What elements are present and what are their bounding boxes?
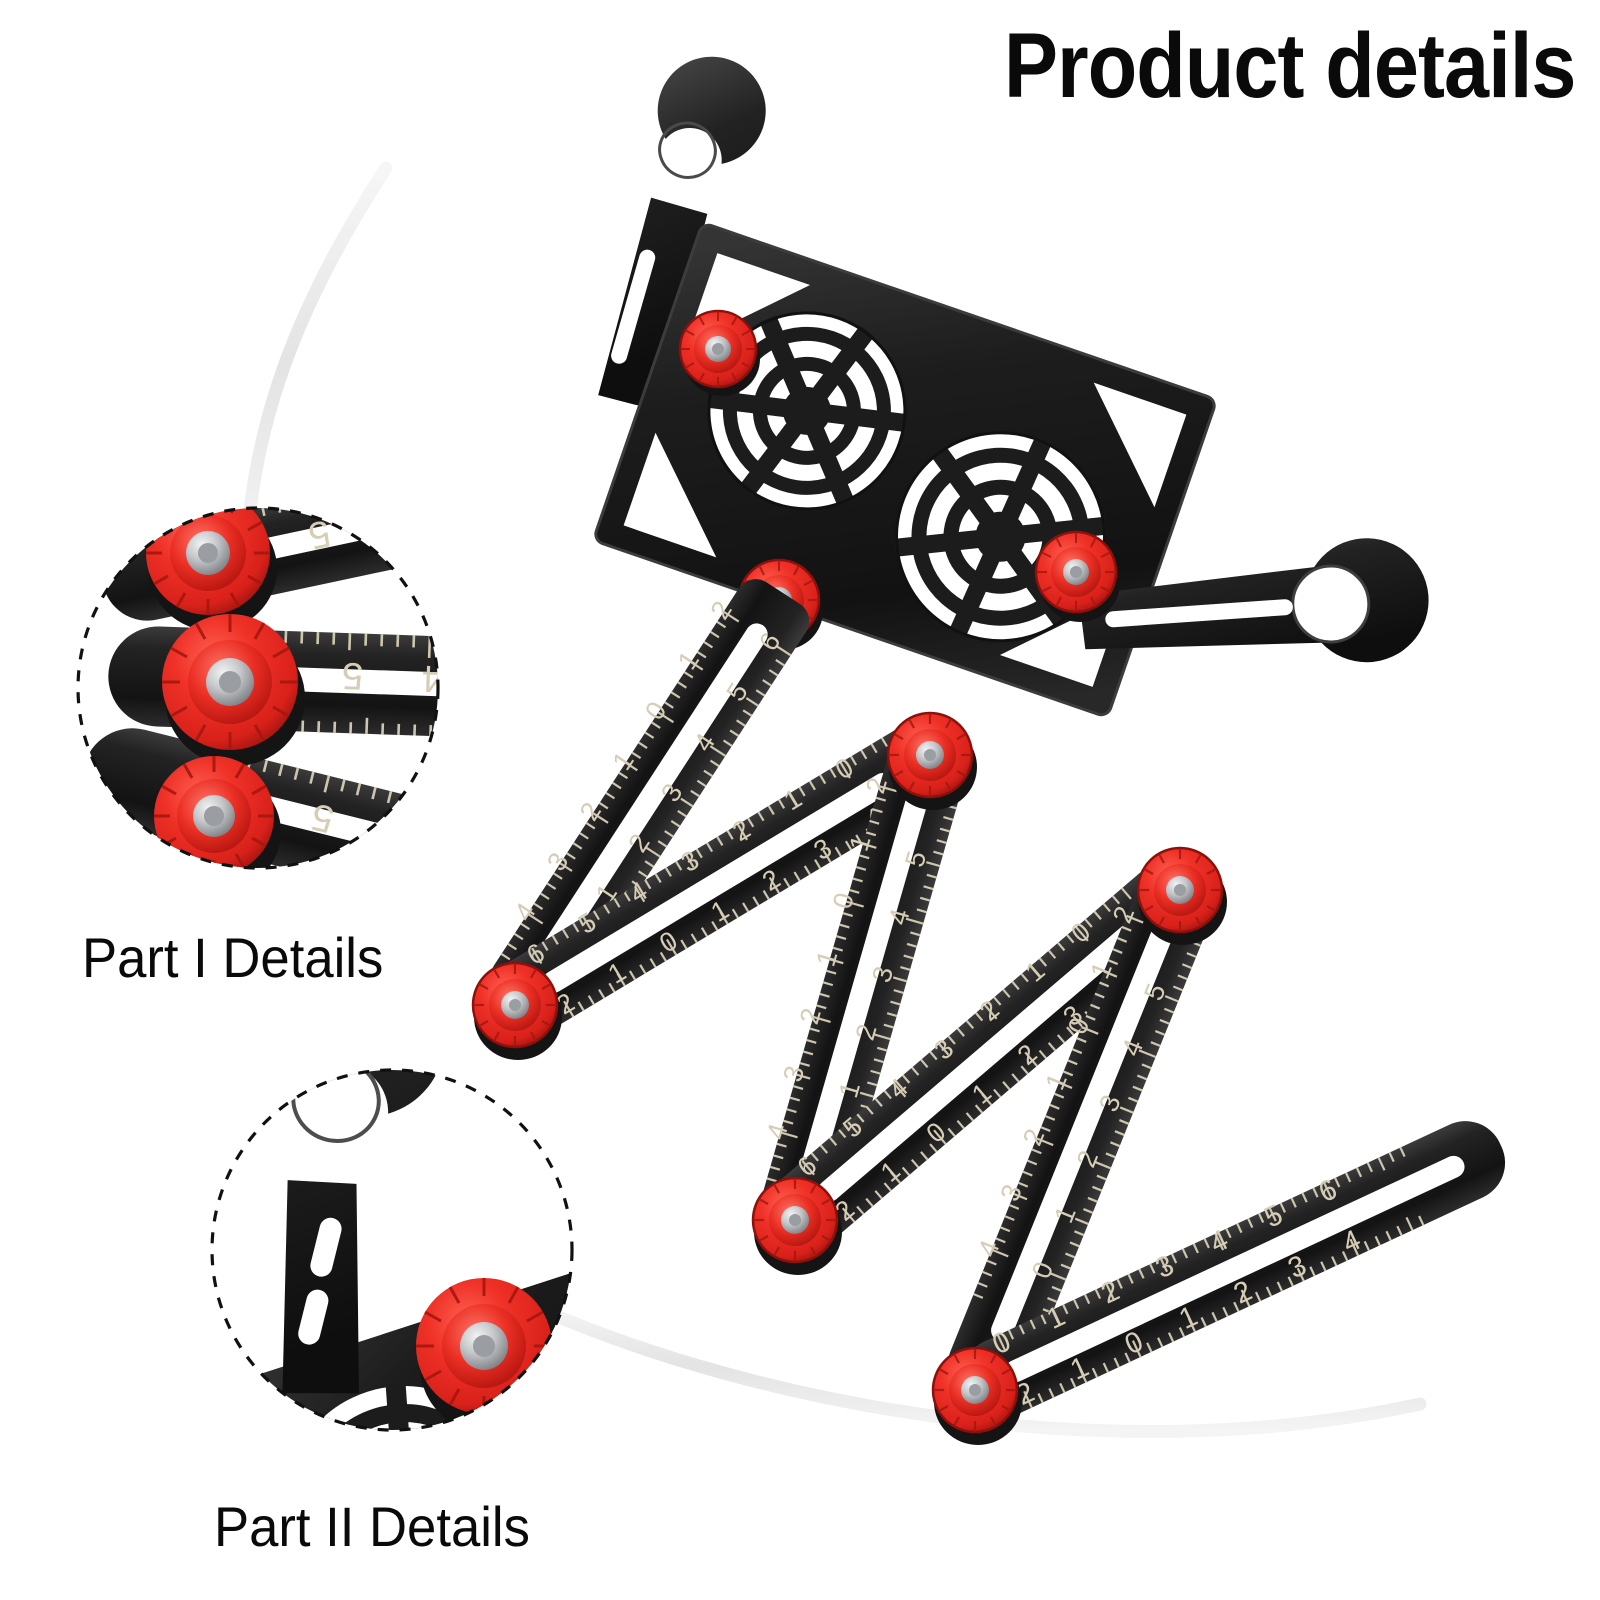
plate-corner-cutout-tr xyxy=(1093,382,1187,508)
svg-text:5: 5 xyxy=(341,654,364,697)
svg-text:2: 2 xyxy=(385,814,416,860)
knob-joint-bottom-middle[interactable] xyxy=(751,1176,842,1275)
ring-handle-top xyxy=(598,56,766,411)
page-title: Product details xyxy=(1004,15,1577,117)
arm-slot-right xyxy=(1105,599,1293,628)
ring-hole-top xyxy=(657,128,722,193)
knob-joint-top-middle[interactable] xyxy=(886,711,977,810)
knob-plate-right[interactable] xyxy=(1034,530,1120,622)
knob-joint-left-bottom[interactable] xyxy=(471,961,562,1060)
svg-text:2: 2 xyxy=(501,660,524,703)
part-2-caption: Part II Details xyxy=(214,1495,530,1558)
ruler-arm-3: 6 5 4 3 2 1 0 2 xyxy=(761,739,967,1233)
svg-text:4: 4 xyxy=(421,657,444,700)
ring-handle-right xyxy=(1078,538,1429,663)
callout1-knob-middle xyxy=(162,614,305,766)
hole-guide-right xyxy=(894,431,1107,643)
ruler-arm-4: 654 321 0 210 123 4 xyxy=(769,867,1200,1249)
callout-2-dashed-circle xyxy=(210,1068,574,1432)
ring-hole-right xyxy=(1292,566,1369,643)
callout-part-1: 6 5 2 xyxy=(76,495,524,870)
svg-text:2: 2 xyxy=(383,495,412,540)
ruler-arm-1: 6 5 4 3 2 1 0 xyxy=(490,579,810,1019)
arm-slot-top xyxy=(611,249,656,364)
callout1-knob-top xyxy=(146,508,277,631)
callout2-knob xyxy=(416,1278,560,1430)
plate-corner-cutout-bl xyxy=(623,432,717,558)
callout-1-dashed-circle xyxy=(76,506,440,870)
knob-joint-bottom-right[interactable] xyxy=(931,1346,1022,1445)
knob-joint-right-top[interactable] xyxy=(1136,846,1227,945)
folding-ruler-arms: 6 5 4 3 2 1 0 xyxy=(471,579,1506,1445)
ruler-arm-2: 654 321 0 210 123 4 xyxy=(493,725,949,1037)
leader-curve-part1 xyxy=(239,161,393,567)
knob-plate-top[interactable] xyxy=(678,309,760,396)
template-plate-assembly xyxy=(594,56,1429,717)
ruler-arm-6: 012 345 6 210 123 4 xyxy=(961,1121,1506,1418)
hole-guide-left xyxy=(706,311,908,511)
part-1-caption: Part I Details xyxy=(82,926,384,989)
callout1-knob-bottom xyxy=(154,756,281,868)
